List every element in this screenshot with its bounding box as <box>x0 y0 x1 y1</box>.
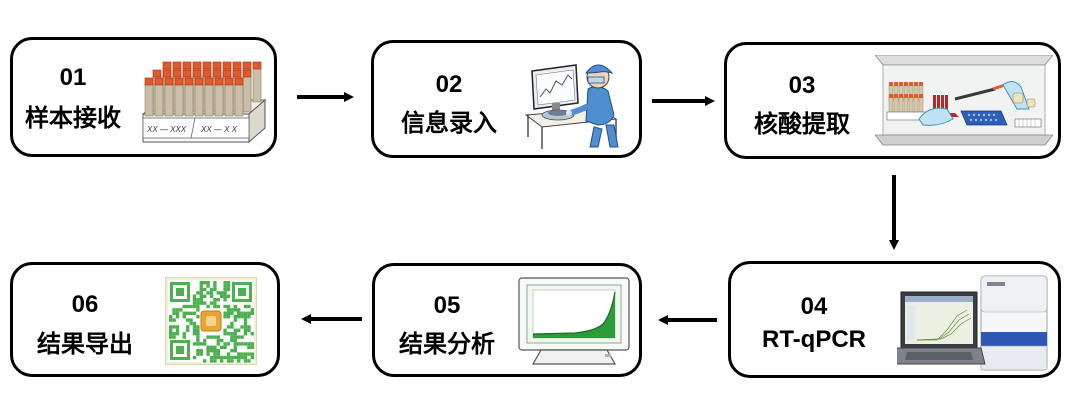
step-label: 核酸提取 <box>754 111 850 138</box>
amplification-curve-monitor-icon <box>515 274 635 370</box>
step-02-box: 02 信息录入 <box>371 40 642 158</box>
step-label: 信息录入 <box>401 110 497 137</box>
step-number: 05 <box>433 292 461 319</box>
step-01-box: 01 样本接收 XX — XXX XX — <box>10 37 277 157</box>
step-06-box: 06 结果导出 <box>10 262 280 377</box>
step-label: 结果导出 <box>37 331 133 358</box>
step-label: RT-qPCR <box>762 326 866 353</box>
step-number: 06 <box>71 291 99 318</box>
step-05-box: 05 结果分析 <box>372 263 642 377</box>
qr-code-icon <box>165 277 257 365</box>
biosafety-cabinet-pipetting-icon <box>875 55 1053 151</box>
technician-at-computer-icon <box>524 49 634 154</box>
step-label: 结果分析 <box>399 331 495 358</box>
step-04-box: 04 RT-qPCR <box>728 261 1061 378</box>
rack-label-left: XX — XXX <box>146 125 187 134</box>
step-number: 02 <box>435 71 463 98</box>
step-number: 04 <box>800 293 828 320</box>
pcr-instrument-laptop-icon <box>897 270 1052 376</box>
step-label: 样本接收 <box>25 105 121 132</box>
step-number: 03 <box>788 72 816 99</box>
step-number: 01 <box>59 64 87 91</box>
rack-label-right: XX — X X <box>200 125 238 134</box>
step-03-box: 03 核酸提取 <box>724 42 1061 159</box>
sample-tube-rack-icon: XX — XXX XX — X X <box>139 56 269 146</box>
